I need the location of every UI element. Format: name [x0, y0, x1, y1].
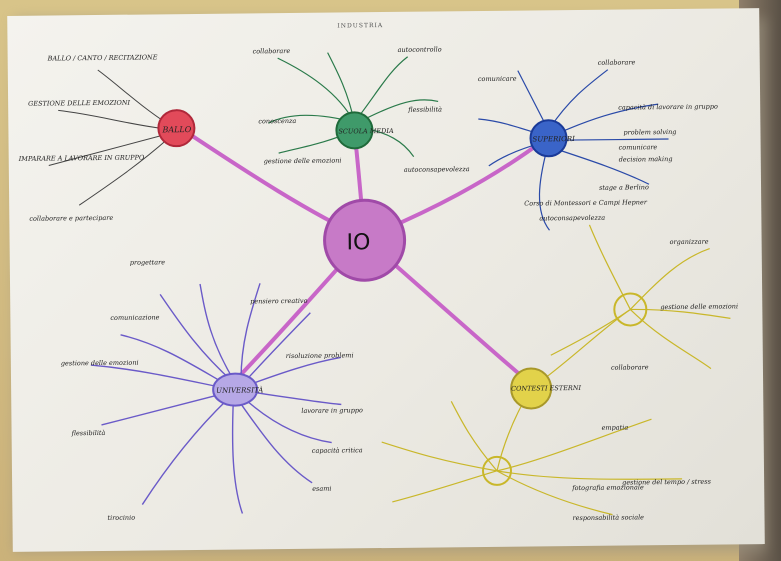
mind-map-sheet: INDUSTRIA [7, 8, 765, 552]
sup-branch-1: collaborare [598, 58, 636, 66]
node-contesti-esterni-label: CONTESTI ESTERNI [511, 384, 581, 393]
uni-branch-2: comunicazione [110, 313, 159, 322]
ballo-branch-0: BALLO / CANTO / RECITAZIONE [47, 53, 158, 62]
uni-branch-4: flessibilità [71, 429, 106, 437]
node-universita: UNIVERSITÀ [212, 372, 263, 407]
center-label: IO [346, 230, 370, 255]
ce-branch-0: autoconsapevolezza [539, 214, 605, 223]
ce-branch-7: gestione del tempo / stress [622, 478, 712, 487]
ce-branch-6: fotografia emozionale [571, 483, 644, 492]
sub-node-yellow-1 [613, 292, 648, 327]
ce-branch-2: gestione delle emozioni [660, 302, 738, 311]
node-scuola-media-label: SCUOLA MEDIA [338, 127, 394, 136]
uni-branch-6: lavorare in gruppo [301, 406, 363, 415]
uni-branch-0: progettare [130, 258, 165, 266]
sup-branch-7: Corso di Montessori e Campi Hepner [524, 198, 648, 207]
center-node [323, 198, 407, 282]
sup-branch-2: capacità di lavorare in gruppo [618, 103, 718, 112]
sup-branch-3: problem solving [623, 128, 676, 137]
sm-branch-4: flessibilità [407, 105, 442, 113]
node-ballo: BALLO [157, 109, 196, 148]
node-superiori-label: SUPERIORI [532, 135, 575, 143]
ce-branch-3: collaborare [611, 363, 649, 371]
sm-branch-3: autocontrollo [398, 45, 442, 53]
uni-branch-9: tirocinio [107, 514, 135, 522]
sup-branch-4: comunicare [619, 143, 658, 151]
ballo-branch-1: GESTIONE DELLE EMOZIONI [28, 99, 130, 108]
uni-branch-8: esami [312, 485, 331, 493]
node-universita-label: UNIVERSITÀ [216, 385, 263, 394]
sm-branch-5: autoconsapevolezza [404, 165, 470, 174]
ce-branch-1: organizzare [670, 238, 709, 246]
sm-branch-0: collaborare [253, 47, 291, 55]
uni-branch-1: pensiero creativo [250, 297, 307, 306]
sup-branch-6: stage a Berlino [599, 183, 649, 192]
ce-branch-4: empatia [602, 423, 629, 431]
ballo-branch-3: collaborare e partecipare [29, 214, 113, 223]
sm-branch-1: conoscenza [258, 117, 296, 125]
node-scuola-media: SCUOLA MEDIA [335, 111, 394, 150]
sup-branch-0: comunicare [478, 75, 517, 83]
uni-branch-7: capacità critica [312, 446, 363, 455]
uni-branch-3: gestione delle emozioni [61, 359, 139, 368]
sub-node-yellow-2 [482, 455, 513, 486]
mind-map: IO BALLO SCUOLA MEDIA SUPERIORI CONTESTI… [18, 45, 738, 522]
uni-branch-5: risoluzione problemi [286, 351, 354, 360]
node-superiori: SUPERIORI [529, 119, 575, 158]
ballo-branch-2: IMPARARE A LAVORARE IN GRUPPO [18, 154, 145, 163]
node-contesti-esterni: CONTESTI ESTERNI [510, 367, 582, 410]
sup-branch-5: decision making [619, 155, 673, 164]
node-ballo-label: BALLO [161, 125, 191, 134]
sm-branch-2: gestione delle emozioni [264, 156, 342, 165]
ce-branch-5: responsabilità sociale [572, 513, 644, 522]
